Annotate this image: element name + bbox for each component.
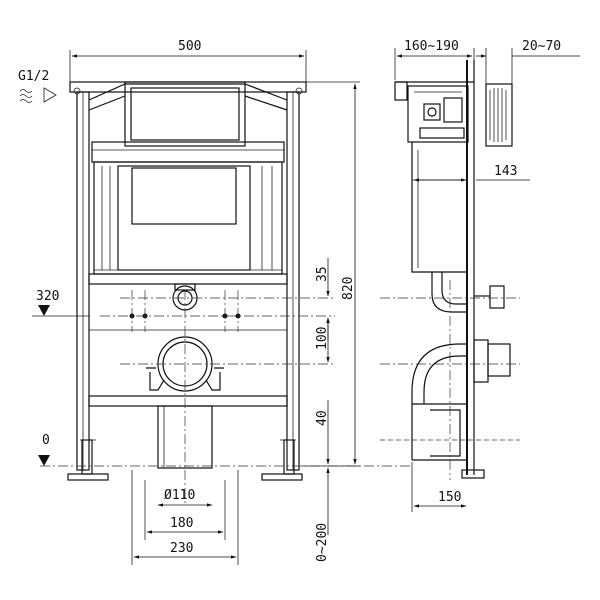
dim-40-label: 40 — [315, 410, 330, 426]
supply-size-label: G1/2 — [18, 69, 49, 84]
flush-unit — [407, 83, 513, 147]
dim-143-label: 143 — [494, 164, 517, 179]
level-0-label: 0 — [42, 433, 50, 448]
tank-side — [411, 142, 468, 273]
side-view: 160~190 20~70 143 150 — [380, 39, 580, 512]
frame-feet — [67, 439, 303, 481]
cistern — [88, 81, 288, 275]
crossbar-lower — [88, 395, 288, 407]
dim-0-200-label: 0~200 — [315, 523, 330, 562]
actuator-ribs — [489, 88, 507, 142]
level-320-marker-icon — [38, 305, 50, 316]
front-view: 500 820 35 100 40 0~200 G1/2 320 0 Ø110 — [18, 39, 410, 565]
dim-35-label: 35 — [315, 266, 330, 282]
level-320-label: 320 — [36, 289, 59, 304]
water-supply-icon — [19, 87, 57, 103]
dim-width-label: 500 — [178, 39, 201, 54]
crossbar-upper — [88, 273, 288, 285]
dim-180-label: 180 — [170, 516, 193, 531]
dim-height-label: 820 — [341, 277, 356, 300]
pipe-diameter-label: Ø110 — [164, 488, 195, 503]
dim-20-70-label: 20~70 — [522, 39, 561, 54]
dim-150-label: 150 — [438, 490, 461, 505]
drain-bend-side — [411, 339, 511, 461]
level-0-marker-icon — [38, 455, 50, 466]
dim-230-label: 230 — [170, 541, 193, 556]
dim-100-label: 100 — [315, 327, 330, 350]
dim-160-190-label: 160~190 — [404, 39, 459, 54]
